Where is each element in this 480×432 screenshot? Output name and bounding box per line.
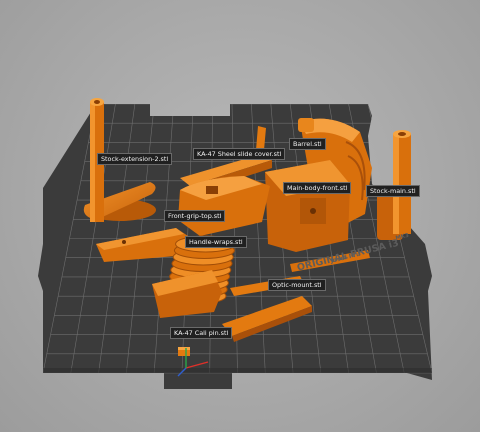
- label-cali-pin[interactable]: KA-47 Cali pin.stl: [170, 327, 233, 340]
- label-stock-main[interactable]: Stock-main.stl: [366, 185, 420, 198]
- label-handle-wraps[interactable]: Handle-wraps.stl: [185, 236, 247, 249]
- part-main-body-front[interactable]: [265, 160, 350, 252]
- label-slide-cover[interactable]: KA-47 Sheel slide cover.stl: [193, 148, 286, 161]
- part-grip-block[interactable]: [152, 270, 222, 318]
- label-main-body-front[interactable]: Main-body-front.stl: [283, 182, 352, 195]
- axis-gizmo: [177, 348, 209, 377]
- label-front-grip-top[interactable]: Front-grip-top.stl: [164, 210, 226, 223]
- part-stock-main[interactable]: [377, 130, 411, 240]
- part-rail[interactable]: [96, 228, 188, 262]
- bed-edge-highlight: [43, 368, 432, 373]
- part-cali-pin[interactable]: [178, 347, 190, 356]
- label-barrel[interactable]: Barrel.stl: [289, 138, 326, 151]
- part-stock-extension[interactable]: [83, 98, 156, 222]
- label-optic-mount[interactable]: Optic-mount.stl: [268, 279, 326, 292]
- label-stock-extension[interactable]: Stock-extension-2.stl: [97, 153, 173, 166]
